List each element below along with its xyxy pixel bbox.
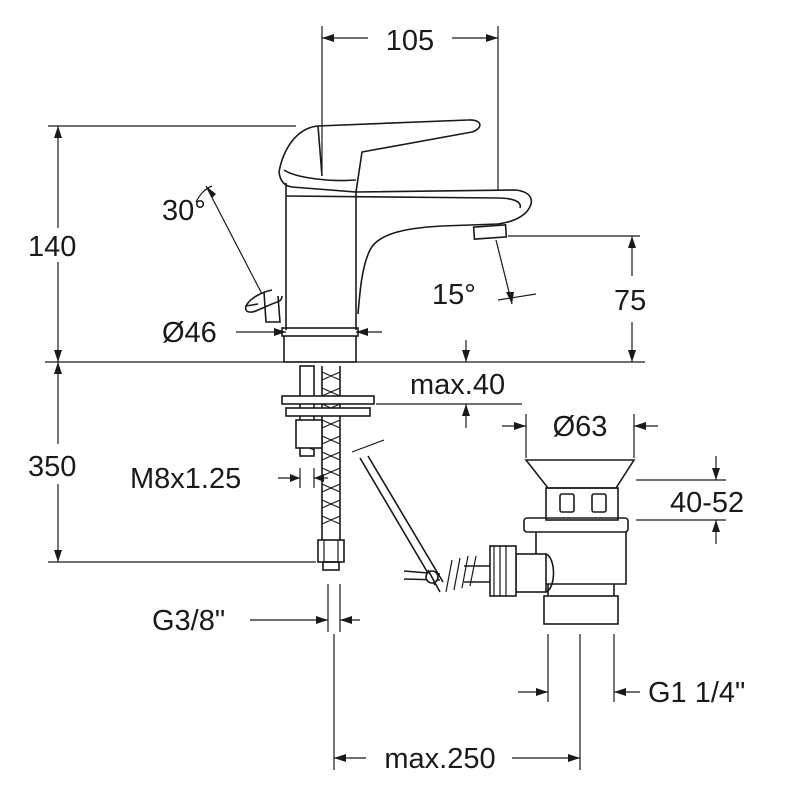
dim-spout-height: 75 xyxy=(614,285,646,317)
dim-waste-distance: max.250 xyxy=(384,743,495,775)
waste-assembly xyxy=(464,459,636,625)
dim-waste-diameter: Ø63 xyxy=(553,411,608,443)
dimension-labels: 105 30° 140 Ø46 15° 75 max.40 350 Ø63 M8… xyxy=(28,25,745,775)
dim-waste-depth: 40-52 xyxy=(670,487,744,519)
dim-spout-angle: 15° xyxy=(432,279,476,311)
dim-lever-angle: 30° xyxy=(162,195,206,227)
dim-body-diameter: Ø46 xyxy=(162,317,217,349)
faucet-body xyxy=(244,119,533,363)
dim-hose-connection: G3/8" xyxy=(152,605,225,637)
dim-waste-thread: G1 1/4" xyxy=(648,677,745,709)
mounting-assembly xyxy=(281,365,477,593)
dim-spout-reach: 105 xyxy=(386,25,434,57)
dim-pipe-length: 350 xyxy=(28,451,76,483)
dimension-lines xyxy=(48,26,726,770)
dim-deck-thickness: max.40 xyxy=(410,369,505,401)
dim-stud-thread: M8x1.25 xyxy=(130,463,241,495)
dim-height-total: 140 xyxy=(28,231,76,263)
